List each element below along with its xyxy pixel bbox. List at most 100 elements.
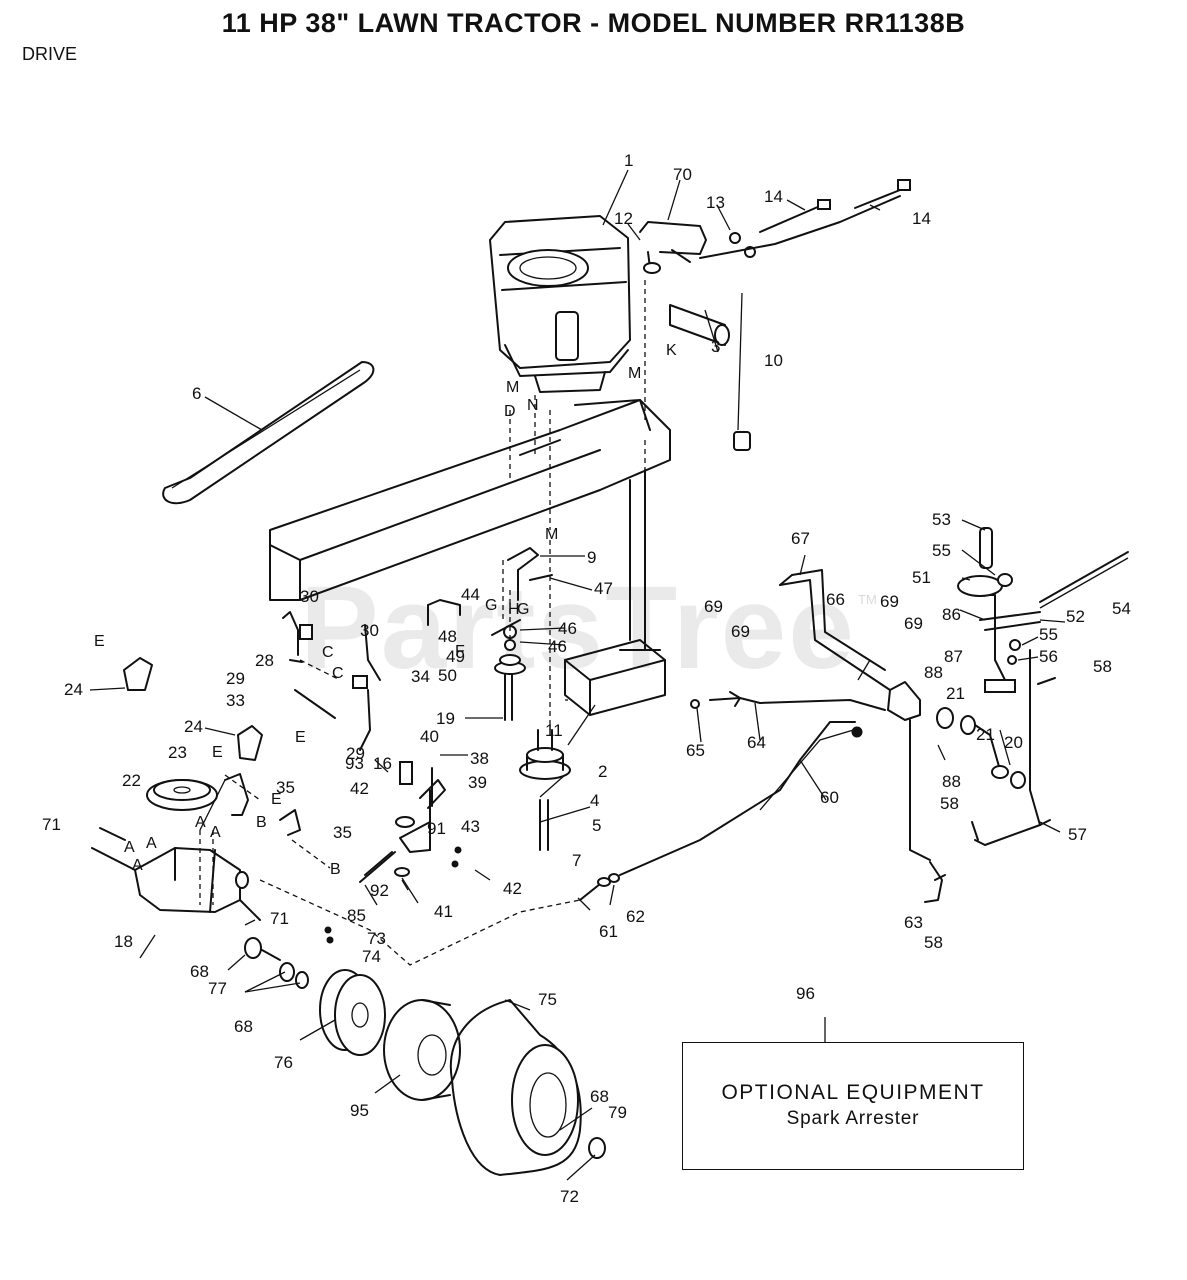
clip-lower — [237, 725, 263, 761]
alignment-lines — [199, 280, 701, 966]
letter-g-2: G — [517, 601, 530, 618]
callout-55b: 55 — [1039, 625, 1058, 644]
callout-6: 6 — [192, 384, 202, 403]
idler-arm — [359, 761, 462, 883]
letter-a-1: A — [124, 839, 135, 856]
callout-13: 13 — [706, 193, 725, 212]
callout-29b: 29 — [346, 744, 365, 763]
callout-56: 56 — [1039, 647, 1058, 666]
section-label: DRIVE — [22, 44, 78, 64]
callout-19: 19 — [436, 709, 455, 728]
callout-55a: 55 — [932, 541, 951, 560]
callout-73: 73 — [367, 929, 386, 948]
screws — [971, 677, 1056, 841]
callout-67: 67 — [791, 529, 810, 548]
callout-79: 79 — [608, 1103, 627, 1122]
callout-77: 77 — [208, 979, 227, 998]
lift-lever — [957, 527, 1129, 693]
letter-b-1: B — [256, 814, 267, 831]
callout-43: 43 — [461, 817, 480, 836]
callout-54: 54 — [1112, 599, 1131, 618]
callout-7: 7 — [572, 851, 582, 870]
letter-c-1: C — [322, 644, 334, 661]
optional-equipment-item: Spark Arrester — [786, 1108, 920, 1129]
callout-64: 64 — [747, 733, 766, 752]
optional-equipment-heading: OPTIONAL EQUIPMENT — [721, 1081, 985, 1104]
callout-21a: 21 — [946, 684, 965, 703]
callout-68b: 68 — [234, 1017, 253, 1036]
letter-n: N — [527, 397, 539, 414]
callout-61: 61 — [599, 922, 618, 941]
callout-3: 3 — [711, 337, 721, 356]
callout-39: 39 — [468, 773, 487, 792]
callout-66: 66 — [826, 590, 845, 609]
callout-46a: 46 — [558, 619, 577, 638]
callout-93: 93 — [345, 754, 364, 773]
letter-a-5: A — [132, 857, 143, 874]
clip-top — [123, 657, 153, 691]
letter-e-1: E — [94, 633, 105, 650]
callout-57: 57 — [1068, 825, 1087, 844]
bell-crank — [887, 681, 1026, 789]
callout-53: 53 — [932, 510, 951, 529]
callout-21b: 21 — [976, 725, 995, 744]
callout-72: 72 — [560, 1187, 579, 1206]
callout-71a: 71 — [42, 815, 61, 834]
callout-63: 63 — [904, 913, 923, 932]
pins — [579, 873, 620, 901]
callout-69d: 69 — [904, 614, 923, 633]
letter-f: F — [455, 643, 465, 660]
callout-65: 65 — [686, 741, 705, 760]
letter-c-2: C — [332, 665, 344, 682]
callout-69c: 69 — [731, 622, 750, 641]
callout-18: 18 — [114, 932, 133, 951]
letter-e-3: E — [212, 744, 223, 761]
optional-equipment-box: OPTIONAL EQUIPMENT Spark Arrester — [682, 1042, 1024, 1170]
callout-48: 48 — [438, 627, 457, 646]
callout-1: 1 — [624, 151, 634, 170]
callout-60: 60 — [820, 788, 839, 807]
valve-cap — [588, 1137, 606, 1159]
brackets-35 — [224, 773, 301, 836]
callout-44: 44 — [461, 585, 480, 604]
callout-33: 33 — [226, 691, 245, 710]
callout-2: 2 — [598, 762, 608, 781]
callout-12: 12 — [614, 209, 633, 228]
callout-22: 22 — [122, 771, 141, 790]
exhaust-pipe — [639, 179, 911, 274]
callout-52: 52 — [1066, 607, 1085, 626]
callout-50: 50 — [438, 666, 457, 685]
callout-46b: 46 — [548, 637, 567, 656]
callout-96: 96 — [796, 984, 815, 1003]
letter-k: K — [666, 342, 677, 359]
idler-pulley — [491, 619, 526, 721]
callout-9: 9 — [587, 548, 597, 567]
callout-14a: 14 — [764, 187, 783, 206]
callout-87: 87 — [944, 647, 963, 666]
callout-34: 34 — [411, 667, 430, 686]
axle-washers — [244, 937, 309, 989]
callout-35a: 35 — [276, 778, 295, 797]
callout-5: 5 — [592, 816, 602, 835]
letter-e-2: E — [295, 729, 306, 746]
letter-e-4: E — [271, 791, 282, 808]
callout-29a: 29 — [226, 669, 245, 688]
brackets — [427, 547, 553, 626]
callout-62: 62 — [626, 907, 645, 926]
engine-pulley — [519, 729, 571, 851]
callout-24a: 24 — [64, 680, 83, 699]
callout-85: 85 — [347, 906, 366, 925]
callout-38: 38 — [470, 749, 489, 768]
cap — [733, 431, 751, 451]
letter-b-2: B — [330, 861, 341, 878]
callout-88b: 88 — [942, 772, 961, 791]
callout-47: 47 — [594, 579, 613, 598]
spacer-tube — [669, 304, 730, 346]
callout-40: 40 — [420, 727, 439, 746]
callout-58b: 58 — [940, 794, 959, 813]
callout-30b: 30 — [360, 621, 379, 640]
callout-58a: 58 — [1093, 657, 1112, 676]
watermark: PartsTree — [300, 562, 856, 694]
engine — [489, 215, 631, 393]
